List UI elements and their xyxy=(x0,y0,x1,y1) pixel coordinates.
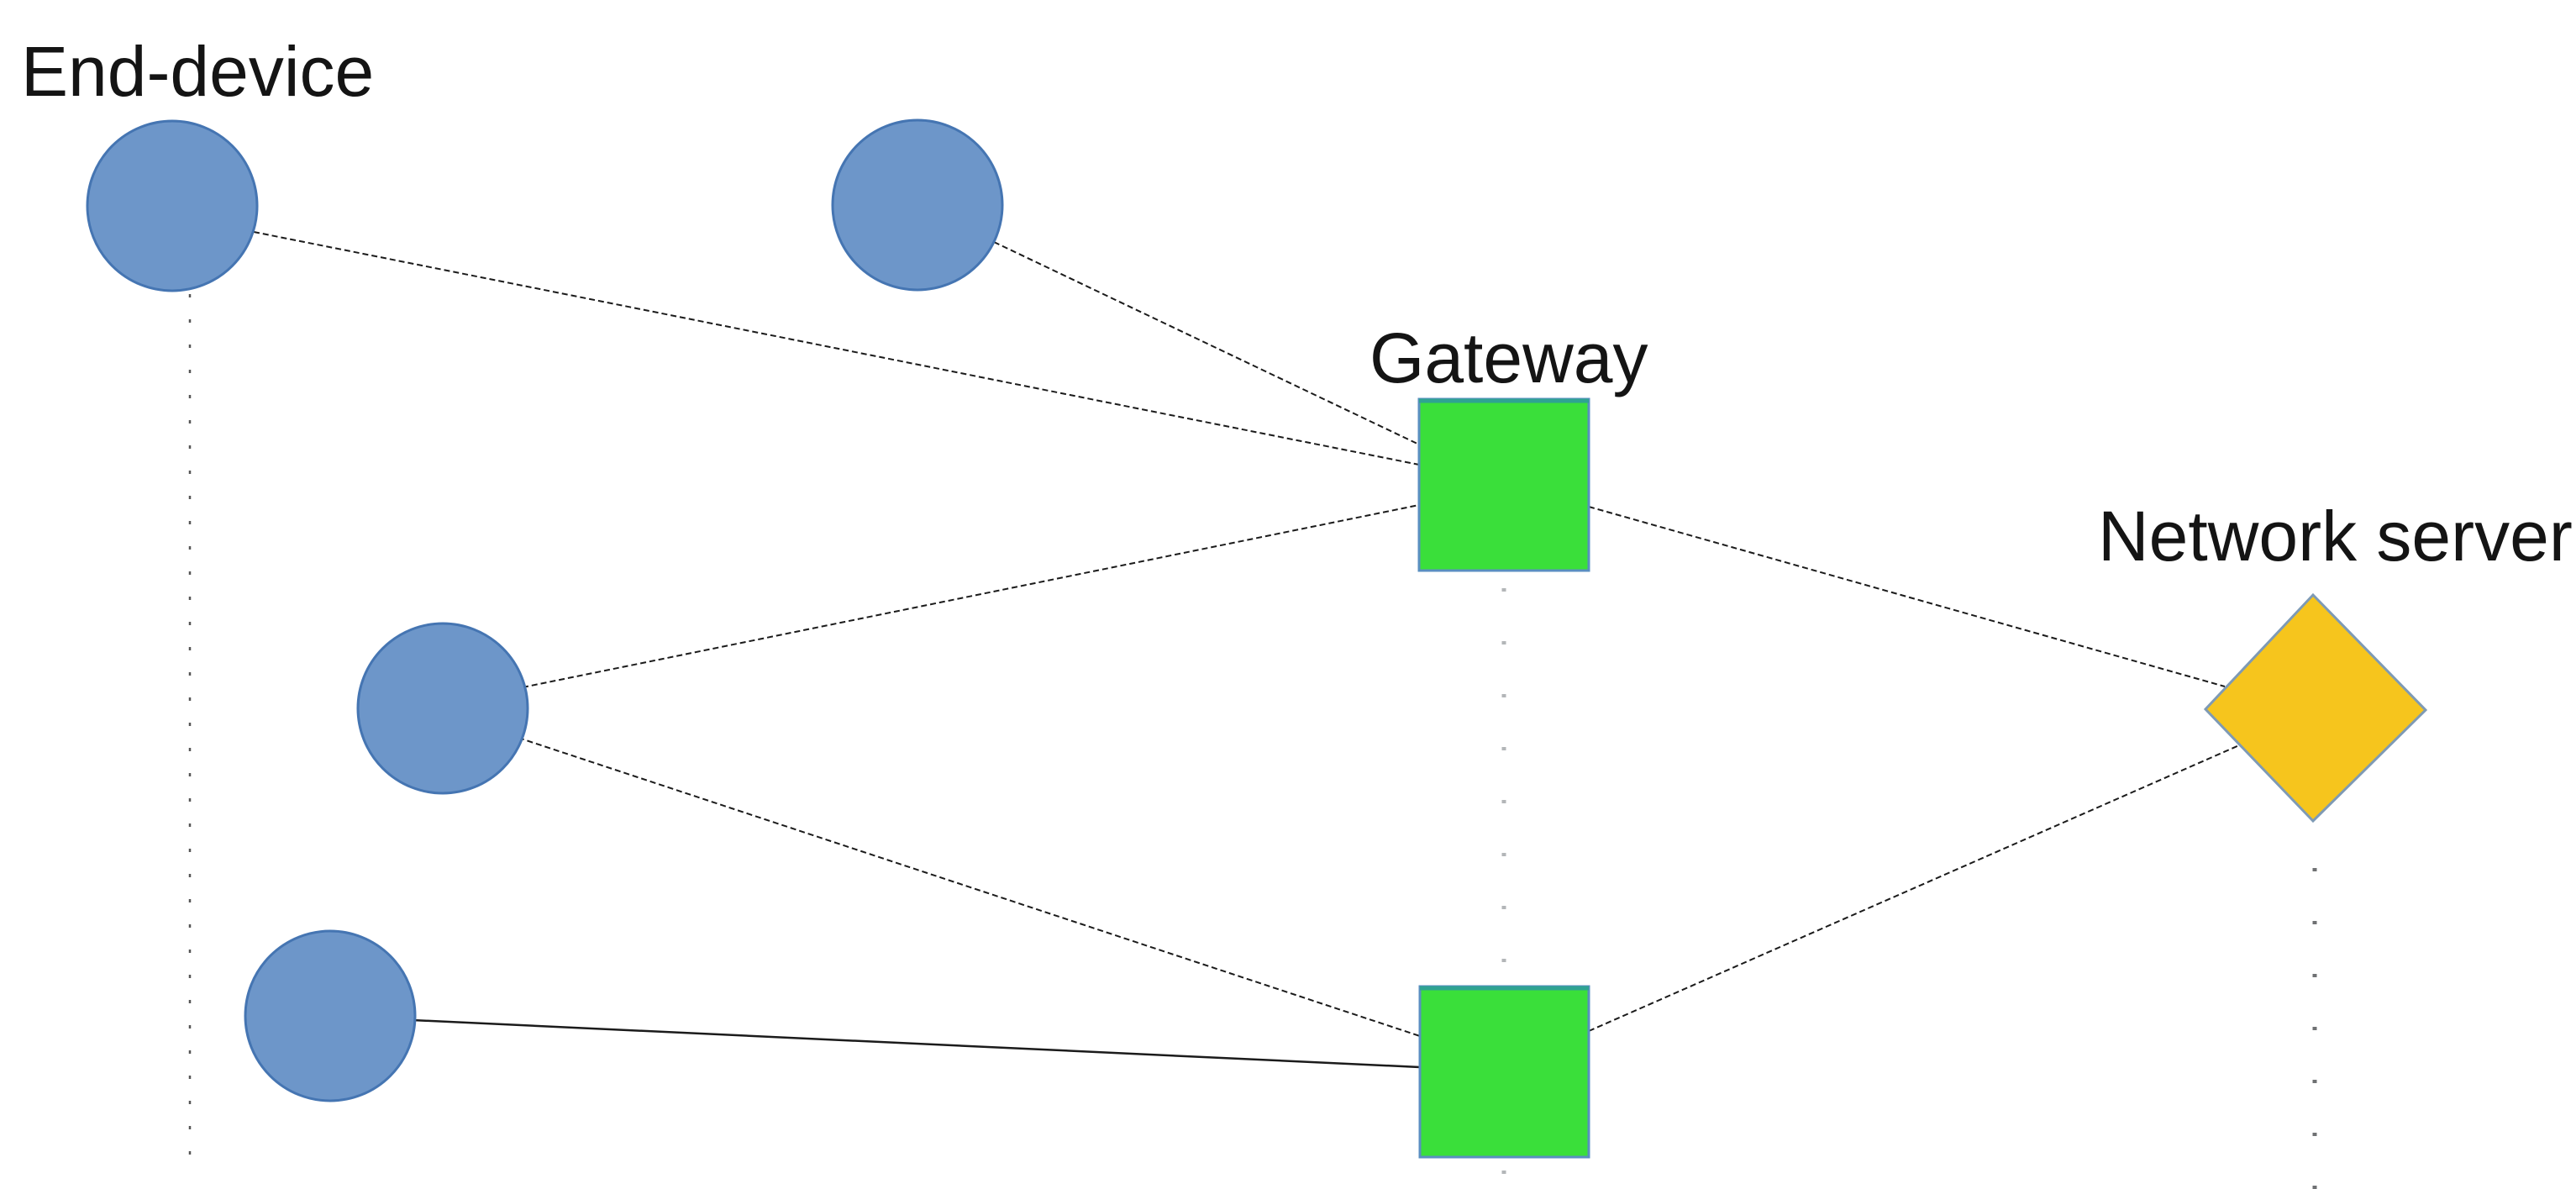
link-device2-gateway1 xyxy=(993,241,1420,445)
link-gateway1-server xyxy=(1588,506,2226,687)
end-device-node-4 xyxy=(244,929,417,1102)
link-gateway2-server xyxy=(1588,744,2240,1032)
gateway-node-1 xyxy=(1417,397,1590,572)
network-server-label: Network server xyxy=(2098,497,2573,576)
link-device3-gateway2 xyxy=(518,737,1421,1037)
end-device-node-2 xyxy=(831,118,1004,292)
link-device4-gateway2 xyxy=(412,1018,1421,1069)
gateway-node-2 xyxy=(1418,985,1590,1159)
link-device1-gateway1 xyxy=(253,231,1420,466)
end-device-node-1 xyxy=(86,119,259,292)
end-device-node-3 xyxy=(356,622,529,795)
link-device3-gateway1 xyxy=(522,504,1420,688)
gateway-label: Gateway xyxy=(1369,318,1648,397)
end-device-label: End-device xyxy=(21,32,374,111)
network-server-node xyxy=(2203,592,2428,823)
